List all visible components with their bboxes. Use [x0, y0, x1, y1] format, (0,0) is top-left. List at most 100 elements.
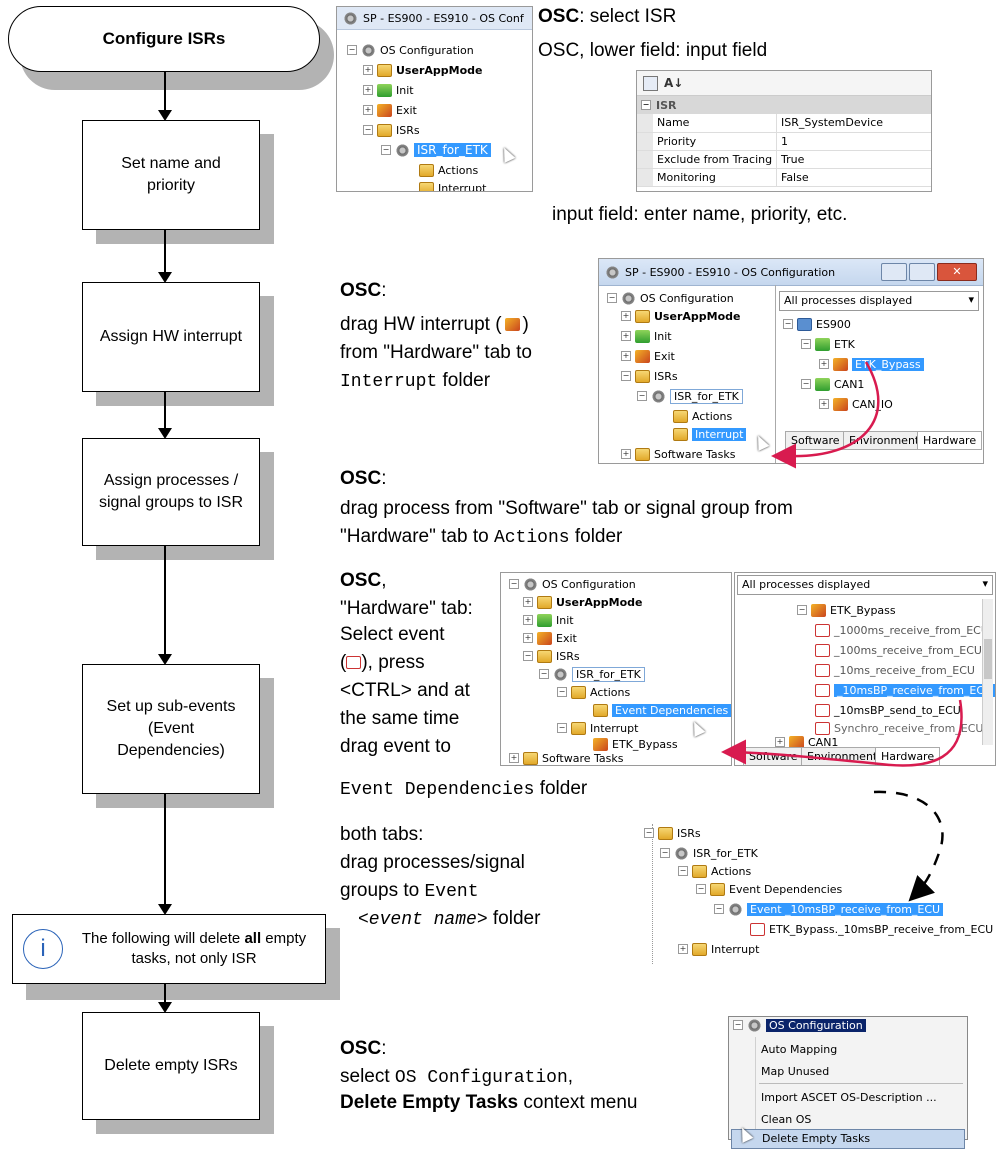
sort-az-icon[interactable]: A↓ — [664, 76, 684, 90]
collapse-icon[interactable]: − — [557, 687, 567, 697]
tree-node-actions[interactable]: Actions — [419, 161, 478, 179]
tab-environment[interactable]: Environment — [843, 431, 926, 450]
hw-node-etk[interactable]: −ETK — [801, 335, 855, 353]
event-item[interactable]: _10msBP_send_to_ECU — [815, 701, 961, 719]
property-value[interactable]: 1 — [776, 132, 931, 151]
tree-node-os-config[interactable]: −OS Configuration — [347, 41, 474, 59]
scrollbar-thumb[interactable] — [984, 639, 992, 679]
collapse-icon[interactable]: − — [644, 828, 654, 838]
tree-node-exit[interactable]: +Exit — [363, 101, 417, 119]
tree-node-os-config[interactable]: −OS Configuration — [607, 289, 734, 307]
expand-icon[interactable]: + — [621, 331, 631, 341]
tree-node-event[interactable]: −Event _10msBP_receive_from_ECU — [714, 900, 944, 918]
tree-node-event-child[interactable]: ETK_Bypass._10msBP_receive_from_ECU — [750, 920, 993, 938]
tree-node-isr-for-etk[interactable]: −ISR_for_ETK — [539, 665, 645, 683]
collapse-icon[interactable]: − — [696, 884, 706, 894]
collapse-icon[interactable]: − — [637, 391, 647, 401]
hw-node-etk-bypass[interactable]: −ETK_Bypass — [797, 601, 896, 619]
tree-node-os-config[interactable]: −OS Configuration — [733, 1016, 866, 1034]
collapse-icon[interactable]: − — [621, 371, 631, 381]
tree-node-event-dependencies[interactable]: −Event Dependencies — [696, 880, 842, 898]
tree-node-userappmode[interactable]: +UserAppMode — [363, 61, 482, 79]
event-item-selected[interactable]: _10msBP_receive_from_ECU — [815, 681, 995, 699]
tree-node-isr-for-etk[interactable]: −ISR_for_ETK — [660, 844, 758, 862]
collapse-icon[interactable]: − — [797, 605, 807, 615]
tree-node-event-dependencies[interactable]: Event Dependencies — [593, 701, 731, 719]
collapse-icon[interactable]: − — [714, 904, 724, 914]
collapse-icon[interactable]: − — [801, 379, 811, 389]
tree-node-init[interactable]: +Init — [621, 327, 672, 345]
collapse-icon[interactable]: − — [557, 723, 567, 733]
expand-icon[interactable]: + — [621, 311, 631, 321]
collapse-icon[interactable]: − — [641, 100, 651, 110]
expand-icon[interactable]: + — [775, 737, 785, 747]
scrollbar[interactable] — [982, 599, 993, 745]
menu-item-auto-mapping[interactable]: Auto Mapping — [761, 1043, 837, 1056]
event-item[interactable]: _100ms_receive_from_ECU — [815, 641, 982, 659]
tree-node-os-config[interactable]: −OS Configuration — [509, 575, 636, 593]
expand-icon[interactable]: + — [523, 633, 533, 643]
maximize-button[interactable] — [909, 263, 935, 281]
collapse-icon[interactable]: − — [678, 866, 688, 876]
tree-node-interrupt[interactable]: +Interrupt — [678, 940, 759, 958]
tree-node-actions[interactable]: −Actions — [678, 862, 751, 880]
hw-node-can1[interactable]: −CAN1 — [801, 375, 864, 393]
tree-node-actions[interactable]: −Actions — [557, 683, 630, 701]
event-item[interactable]: _1000ms_receive_from_ECU — [815, 621, 989, 639]
menu-item-delete-empty-tasks[interactable]: Delete Empty Tasks — [731, 1129, 965, 1149]
collapse-icon[interactable]: − — [607, 293, 617, 303]
collapse-icon[interactable]: − — [660, 848, 670, 858]
tab-hardware[interactable]: Hardware — [875, 747, 941, 765]
minimize-button[interactable] — [881, 263, 907, 281]
expand-icon[interactable]: + — [523, 597, 533, 607]
property-value[interactable]: True — [776, 150, 931, 169]
tab-environment[interactable]: Environment — [801, 747, 884, 765]
close-button[interactable]: ✕ — [937, 263, 977, 281]
expand-icon[interactable]: + — [678, 944, 688, 954]
categorized-icon[interactable] — [643, 75, 658, 91]
expand-icon[interactable]: + — [509, 753, 519, 763]
tree-node-init[interactable]: +Init — [363, 81, 414, 99]
expand-icon[interactable]: + — [523, 615, 533, 625]
hw-node-etk-bypass[interactable]: +ETK_Bypass — [819, 355, 924, 373]
tree-node-isr-for-etk[interactable]: −ISR_for_ETK — [637, 387, 743, 405]
expand-icon[interactable]: + — [363, 65, 373, 75]
tree-node-actions[interactable]: Actions — [673, 407, 732, 425]
tree-node-isrs[interactable]: −ISRs — [621, 367, 678, 385]
tree-node-isrs[interactable]: −ISRs — [523, 647, 580, 665]
tree-node-isrs[interactable]: −ISRs — [644, 824, 701, 842]
property-value[interactable]: False — [776, 168, 931, 187]
property-value[interactable]: ISR_SystemDevice — [776, 114, 931, 133]
collapse-icon[interactable]: − — [733, 1020, 743, 1030]
filter-dropdown[interactable]: All processes displayed▾ — [737, 575, 993, 595]
tree-node-interrupt[interactable]: Interrupt — [419, 179, 486, 191]
collapse-icon[interactable]: − — [783, 319, 793, 329]
tab-software[interactable]: Software — [785, 431, 846, 450]
expand-icon[interactable]: + — [621, 351, 631, 361]
tree-node-init[interactable]: +Init — [523, 611, 574, 629]
expand-icon[interactable]: + — [363, 105, 373, 115]
collapse-icon[interactable]: − — [523, 651, 533, 661]
expand-icon[interactable]: + — [819, 359, 829, 369]
filter-dropdown[interactable]: All processes displayed▾ — [779, 291, 979, 311]
tree-node-software-tasks[interactable]: +Software Tasks — [509, 749, 623, 765]
menu-item-map-unused[interactable]: Map Unused — [761, 1065, 829, 1078]
hw-node-es900[interactable]: −ES900 — [783, 315, 851, 333]
tree-node-interrupt[interactable]: −Interrupt — [557, 719, 638, 737]
tree-node-exit[interactable]: +Exit — [621, 347, 675, 365]
collapse-icon[interactable]: − — [347, 45, 357, 55]
event-item[interactable]: _10ms_receive_from_ECU — [815, 661, 975, 679]
event-item[interactable]: Synchro_receive_from_ECU — [815, 719, 983, 737]
hw-node-can-io[interactable]: +CAN_IO — [819, 395, 893, 413]
collapse-icon[interactable]: − — [363, 125, 373, 135]
tree-node-etk-bypass[interactable]: ETK_Bypass — [593, 735, 678, 753]
tree-node-isrs[interactable]: −ISRs — [363, 121, 420, 139]
collapse-icon[interactable]: − — [539, 669, 549, 679]
tree-node-userappmode[interactable]: +UserAppMode — [621, 307, 740, 325]
menu-item-clean-os[interactable]: Clean OS — [761, 1113, 811, 1126]
tree-node-software-tasks[interactable]: +Software Tasks — [621, 445, 735, 463]
